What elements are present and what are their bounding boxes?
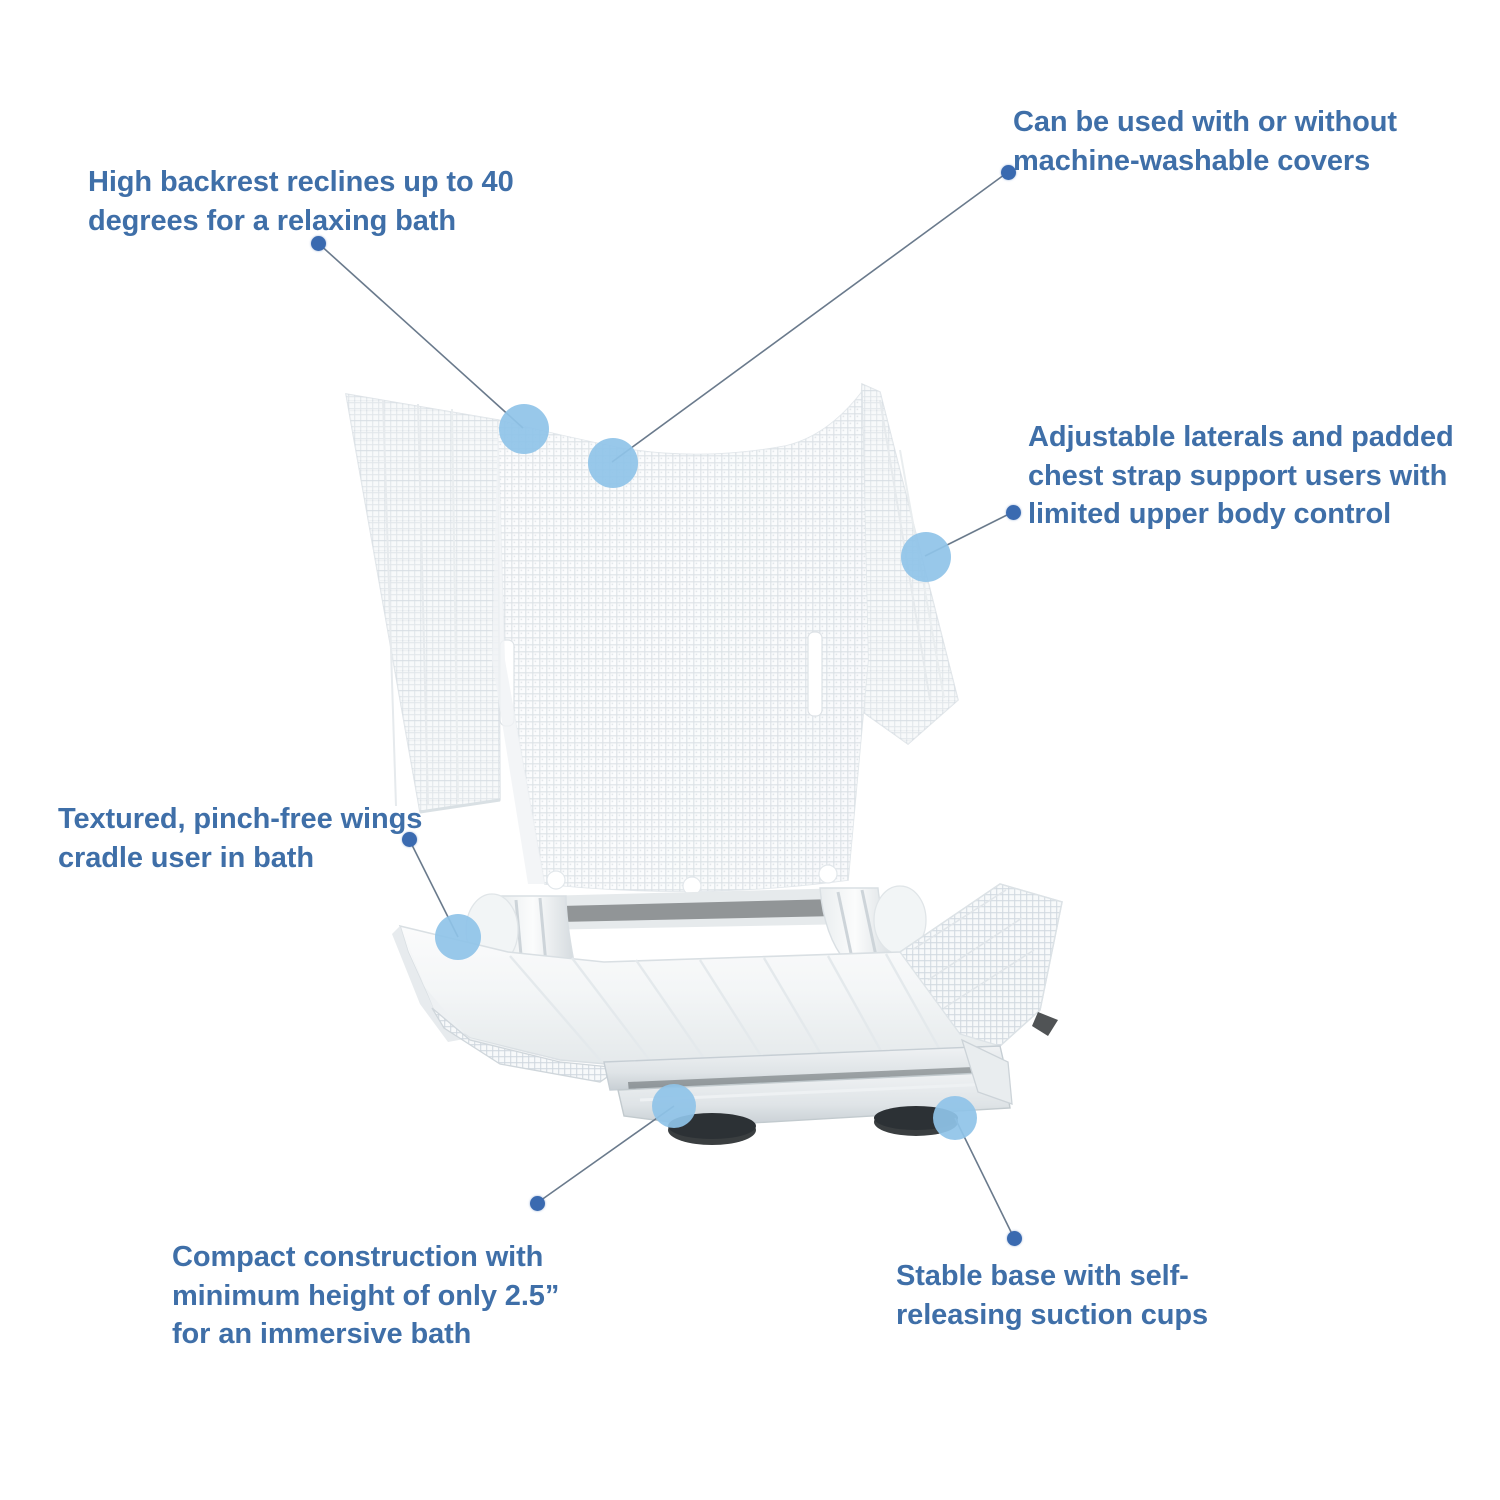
callout-label-wings: Textured, pinch-free wings cradle user i… xyxy=(58,803,423,874)
target-dot-covers[interactable] xyxy=(588,438,638,488)
backrest-panel xyxy=(492,389,869,896)
callout-label-covers: Can be used with or without machine-wash… xyxy=(1013,106,1397,177)
origin-dot-wings xyxy=(402,832,417,847)
origin-dot-laterals xyxy=(1006,505,1021,520)
origin-dot-suction xyxy=(1007,1231,1022,1246)
callout-label-compact: Compact construction with minimum height… xyxy=(172,1241,560,1351)
target-dot-suction[interactable] xyxy=(933,1096,977,1140)
target-dot-laterals[interactable] xyxy=(901,532,951,582)
seat-platform xyxy=(392,883,1063,1083)
origin-dot-backrest xyxy=(311,236,326,251)
callout-label-laterals: Adjustable laterals and padded chest str… xyxy=(1028,421,1454,531)
callout-label-backrest: High backrest reclines up to 40 degrees … xyxy=(88,166,514,237)
origin-dot-compact xyxy=(530,1196,545,1211)
origin-dot-covers xyxy=(1001,165,1016,180)
target-dot-backrest[interactable] xyxy=(499,404,549,454)
target-dot-wings[interactable] xyxy=(435,914,481,960)
callout-label-suction: Stable base with self- releasing suction… xyxy=(896,1260,1209,1331)
left-wing xyxy=(345,393,501,814)
target-dot-compact[interactable] xyxy=(652,1084,696,1128)
